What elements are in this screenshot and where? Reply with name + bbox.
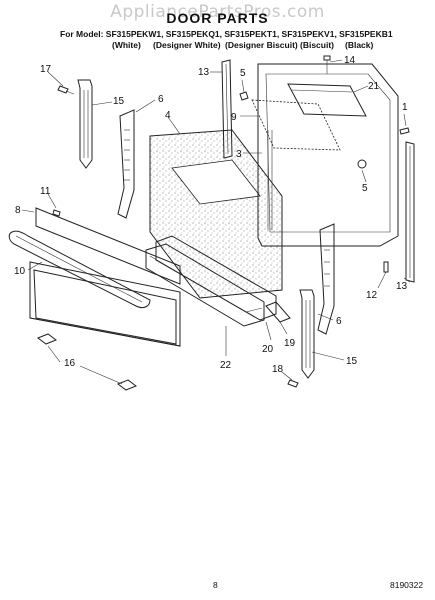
callout-1: 1 [402, 102, 408, 113]
callout-13-right: 13 [396, 281, 408, 292]
screw-14 [323, 55, 343, 74]
outer-door-panel [29, 261, 181, 347]
screw-12 [377, 261, 389, 289]
page-number: 8 [213, 580, 218, 590]
callout-5-right: 5 [362, 183, 368, 194]
callout-16: 16 [64, 358, 76, 369]
clip-5-upper [239, 79, 249, 101]
color-label-white: (White) [112, 40, 141, 50]
color-label-biscuit: (Biscuit) [300, 40, 334, 50]
screw-1 [399, 113, 410, 135]
door-side-rail-13 [210, 59, 233, 159]
callout-6-right: 6 [336, 316, 342, 327]
hinge-receiver-right-15 [299, 289, 345, 379]
callout-17: 17 [40, 64, 52, 75]
inner-door-frame-21 [257, 63, 399, 247]
door-insulation-4 [149, 116, 283, 299]
door-side-rail-13-right [403, 141, 415, 283]
model-list: For Model: SF315PEKW1, SF315PEKQ1, SF315… [60, 29, 393, 39]
callout-3: 3 [236, 149, 242, 160]
door-bracket-16 [36, 333, 138, 391]
callout-20: 20 [262, 344, 274, 355]
screw-18 [281, 371, 299, 388]
callout-8: 8 [15, 205, 21, 216]
color-label-designer-biscuit: (Designer Biscuit) [225, 40, 298, 50]
callout-labels: 17 15 6 4 13 5 9 3 14 21 1 5 11 8 10 16 … [14, 55, 408, 375]
callout-12: 12 [366, 290, 378, 301]
lower-trim-19 [265, 301, 291, 335]
callout-15-right: 15 [346, 356, 358, 367]
callout-15-left: 15 [113, 96, 125, 107]
hinge-left-6 [117, 99, 156, 219]
screw-11 [47, 193, 61, 217]
callout-4: 4 [165, 110, 171, 121]
callout-10: 10 [14, 266, 26, 277]
diagram-title: DOOR PARTS [166, 10, 269, 26]
vent-baffle-9 [240, 99, 341, 151]
callout-9: 9 [231, 112, 237, 123]
watermark: AppliancePartsPros.com [110, 2, 325, 22]
callout-5-upper: 5 [240, 68, 246, 79]
screw-17 [47, 71, 75, 95]
callout-18: 18 [272, 364, 284, 375]
hinge-receiver-left-15 [77, 79, 113, 169]
door-glass-8 [21, 207, 181, 285]
callout-19: 19 [284, 338, 296, 349]
hinge-right-6 [317, 223, 335, 335]
callout-21: 21 [368, 81, 380, 92]
callout-14: 14 [344, 55, 356, 66]
callout-6-left: 6 [158, 94, 164, 105]
clip-5-right [357, 159, 367, 183]
callout-11: 11 [40, 186, 51, 197]
color-label-designer-white: (Designer White) [153, 40, 221, 50]
document-number: 8190322 [390, 580, 424, 590]
lower-trim-20 [155, 235, 277, 341]
callout-13-left: 13 [198, 67, 210, 78]
color-label-black: (Black) [345, 40, 374, 50]
callout-22: 22 [220, 360, 232, 371]
